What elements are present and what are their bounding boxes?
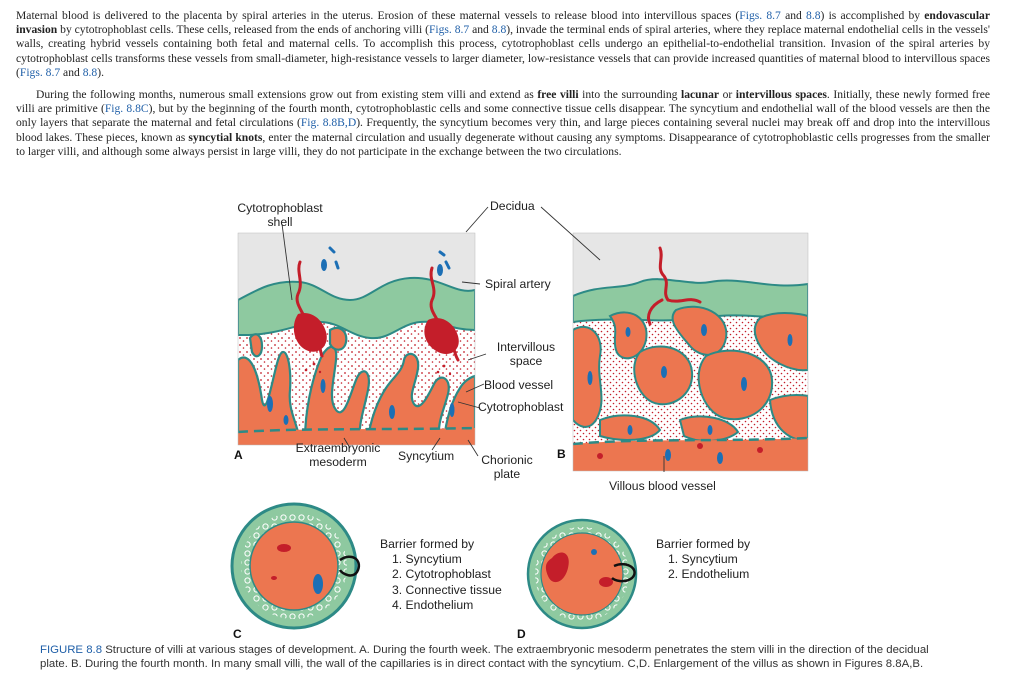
key-term: lacunar: [681, 88, 720, 101]
barrier-item: 1. Syncytium: [392, 552, 462, 567]
label-blood-vessel: Blood vessel: [484, 378, 554, 392]
key-term: free villi: [537, 88, 579, 101]
chorionic-plate: [238, 428, 475, 445]
figure-number: FIGURE 8.8: [40, 644, 103, 656]
barrier-item: 2. Endothelium: [668, 567, 750, 582]
label-intervillous-space: Intervillous space: [496, 340, 556, 368]
panel-a-drawing: [238, 233, 475, 445]
figure-link[interactable]: Figs. 8.7: [739, 9, 781, 22]
barrier-item: 3. Connective tissue: [392, 582, 502, 597]
label-spiral-artery: Spiral artery: [485, 277, 551, 291]
figure-caption: FIGURE 8.8 Structure of villi at various…: [40, 644, 929, 670]
figure-link[interactable]: 8.8: [82, 65, 98, 79]
label-decidua: Decidua: [490, 199, 535, 213]
paragraph-maternal-blood: Maternal blood is delivered to the place…: [16, 9, 990, 79]
label-extraembryonic-mesoderm: Extraembryonic mesoderm: [295, 441, 381, 469]
label-villous-blood-vessel: Villous blood vessel: [609, 479, 716, 493]
panel-b-drawing: [573, 233, 808, 471]
figure-link[interactable]: Figs. 8.7: [19, 65, 61, 79]
label-cytotrophoblast-shell: Cytotrophoblast shell: [237, 201, 323, 229]
barrier-item: 2. Cytotrophoblast: [392, 567, 491, 582]
panel-d-villus: [526, 518, 638, 630]
figure-link[interactable]: Fig. 8.8C: [104, 102, 149, 116]
figure-link[interactable]: 8.8: [491, 23, 507, 37]
panel-label-b: B: [557, 447, 566, 461]
barrier-title: Barrier formed by: [656, 537, 751, 551]
barrier-list-d: Barrier formed by 1. Syncytium 2. Endoth…: [656, 537, 750, 583]
panel-label-a: A: [234, 448, 243, 462]
label-syncytium: Syncytium: [398, 449, 455, 463]
key-term: intervillous spaces: [735, 88, 827, 101]
figure-link[interactable]: 8.8: [806, 9, 821, 22]
label-cytotrophoblast: Cytotrophoblast: [478, 400, 564, 414]
figure-link[interactable]: Figs. 8.7: [428, 23, 470, 37]
label-chorionic-plate: Chorionic plate: [481, 453, 533, 481]
paragraph-free-villi: During the following months, numerous sm…: [16, 88, 990, 158]
figure-link[interactable]: Fig. 8.8B,D: [300, 116, 357, 130]
panel-c-villus: [230, 502, 361, 630]
barrier-item: 4. Endothelium: [392, 597, 474, 612]
barrier-item: 1. Syncytium: [668, 552, 738, 567]
key-term: syncytial knots: [188, 130, 263, 144]
barrier-title: Barrier formed by: [380, 537, 475, 551]
panel-label-c: C: [233, 627, 242, 641]
key-term: endovascular invasion: [16, 9, 990, 37]
panel-label-d: D: [517, 627, 526, 641]
maternal-blood-pool: [293, 312, 327, 352]
leader-lines: [281, 206, 665, 472]
barrier-list-c: Barrier formed by 1. Syncytium 2. Cytotr…: [380, 537, 502, 613]
